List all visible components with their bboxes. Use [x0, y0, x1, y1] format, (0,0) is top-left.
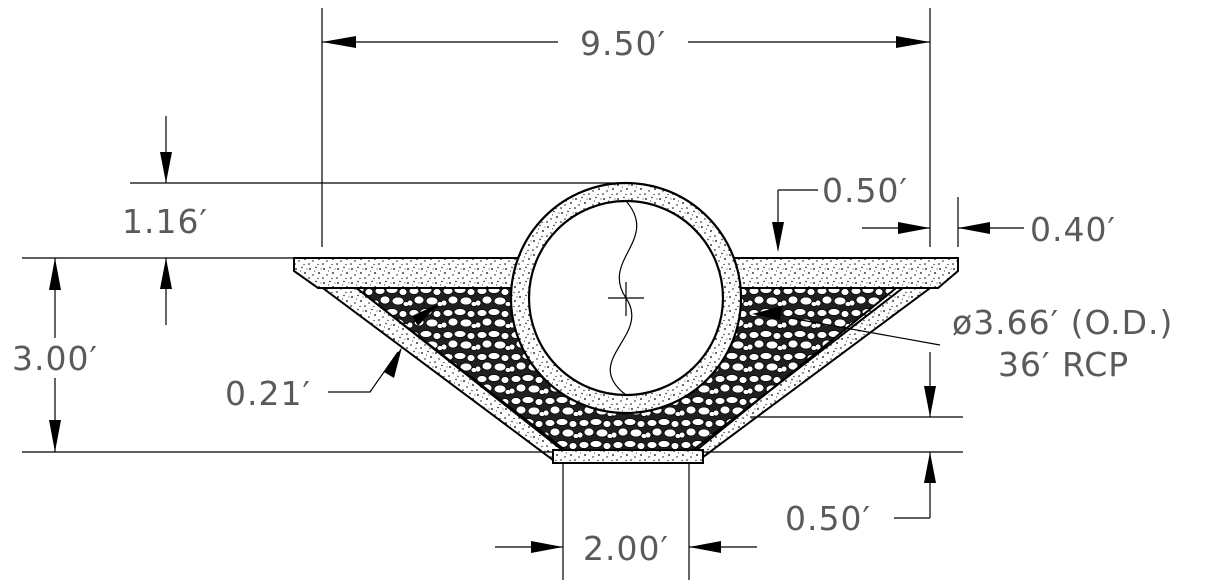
dim-pipe-cover: 1.16′ [122, 202, 208, 241]
dim-slab-overhang: 0.40′ [1030, 210, 1116, 249]
dim-bottom-bedding: 0.50′ [785, 499, 871, 538]
bottom-concrete-pad [552, 449, 704, 464]
dim-slab-thickness: 0.50′ [822, 171, 908, 210]
dim-top-width: 9.50′ [580, 24, 666, 63]
dim-bottom-width: 2.00′ [583, 529, 669, 568]
dim-trench-depth: 3.00′ [12, 339, 98, 378]
pipe-type-label: 36′ RCP [998, 345, 1129, 384]
dim-wall-thickness: 0.21′ [225, 374, 311, 413]
pipe-diameter-label: ø3.66′ (O.D.) [952, 303, 1173, 342]
